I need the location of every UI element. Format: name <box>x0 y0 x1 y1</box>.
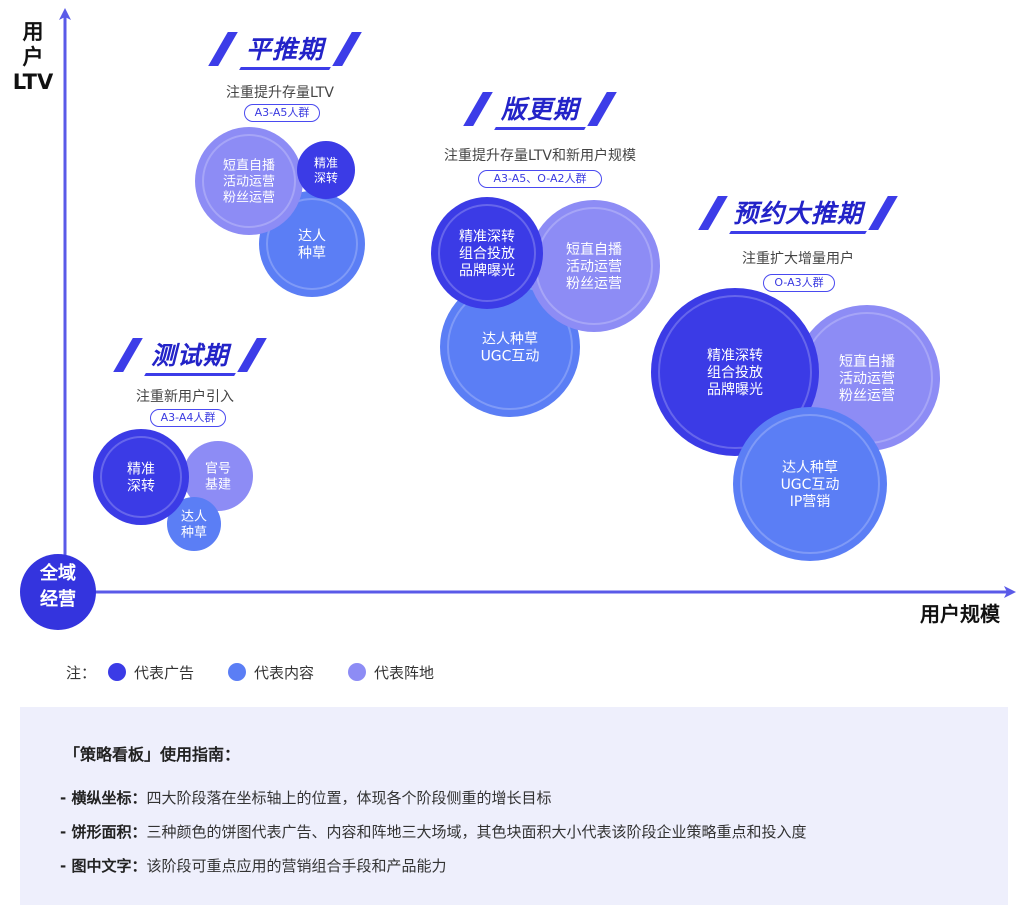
bubble-ad <box>651 288 819 456</box>
legend-label: 代表内容 <box>254 663 315 682</box>
bubble-ring <box>202 134 296 228</box>
bubble-label: 活动运营 <box>839 371 895 387</box>
bubble-ad <box>431 197 543 309</box>
y-axis-label: 用 户 LTV <box>6 20 60 95</box>
phase-title-plateau: 平推期 <box>208 32 362 72</box>
bubble-position <box>195 127 303 235</box>
legend-item-ad: 代表广告 <box>108 662 194 683</box>
bubble-label: 达人 <box>181 510 207 525</box>
bubble-label: 官号 <box>205 461 231 477</box>
phase-subtitle-testing: 注重新用户引入 <box>136 389 234 405</box>
bubble-label: 深转 <box>314 170 338 185</box>
x-axis-label: 用户规模 <box>920 602 1000 626</box>
bubble-label: 基建 <box>205 478 231 493</box>
bubble-label: 粉丝运营 <box>566 276 622 292</box>
guide-title: 「策略看板」使用指南： <box>64 745 241 764</box>
bubble-position <box>183 441 253 511</box>
bubble-ring <box>740 414 880 554</box>
legend-content-dot-icon <box>228 663 247 681</box>
bubble-label: IP营销 <box>790 494 831 510</box>
bubble-label: 品牌曝光 <box>707 381 763 398</box>
legend-label: 代表广告 <box>134 663 195 682</box>
legend-item-content: 代表内容 <box>228 662 314 683</box>
bubble-label: 短直自播 <box>566 241 622 258</box>
guide-item-key: - 横纵坐标： <box>60 789 147 807</box>
guide-item: - 横纵坐标：四大阶段落在坐标轴上的位置，体现各个阶段侧重的增长目标 <box>60 787 551 808</box>
bubble-ad <box>297 141 355 199</box>
bubble-label: 精准 <box>314 156 338 170</box>
bubble-position <box>528 200 660 332</box>
bubble-ad <box>93 429 189 525</box>
bubble-content <box>440 277 580 417</box>
bubble-label: 达人种草 <box>482 332 538 348</box>
guide-item: - 饼形面积：三种颜色的饼图代表广告、内容和阵地三大场域，其色块面积大小代表该阶… <box>60 821 806 842</box>
phase-tag-prebooking: O-A3人群 <box>763 274 835 292</box>
bubble-label: 精准深转 <box>459 229 515 245</box>
strategy-diagram: 达人种草短直自播活动运营粉丝运营精准深转达人种草UGC互动短直自播活动运营粉丝运… <box>20 8 1016 630</box>
origin-circle <box>20 554 96 630</box>
bubble-label: UGC互动 <box>781 477 840 493</box>
phase-subtitle-plateau: 注重提升存量LTV <box>225 85 334 101</box>
bubble-label: 达人种草 <box>782 460 838 476</box>
bubble-label: 达人 <box>298 229 326 245</box>
bubble-ring <box>438 204 536 302</box>
legend-item-position: 代表阵地 <box>348 662 434 683</box>
guide-item-text: 三种颜色的饼图代表广告、内容和阵地三大场域，其色块面积大小代表该阶段企业策略重点… <box>146 823 807 841</box>
origin-label: 全域 经营 <box>22 561 94 613</box>
bubble-content <box>733 407 887 561</box>
phase-subtitle-update: 注重提升存量LTV和新用户规模 <box>443 148 636 164</box>
phase-title-testing: 测试期 <box>113 338 267 378</box>
bubble-label: 粉丝运营 <box>223 191 275 206</box>
phase-title-text: 预约大推期 <box>732 199 863 228</box>
bubble-label: 精准深转 <box>707 348 763 364</box>
bubbles-layer: 达人种草短直自播活动运营粉丝运营精准深转达人种草UGC互动短直自播活动运营粉丝运… <box>93 127 940 561</box>
legend-position-dot-icon <box>348 663 367 681</box>
origin-label-line: 经营 <box>40 589 76 610</box>
legend: 注： 代表广告 代表内容 代表阵地 <box>66 660 468 684</box>
phase-title-update: 版更期 <box>463 92 617 132</box>
bubble-ring <box>266 198 358 290</box>
bubble-label: 短直自播 <box>839 353 895 370</box>
bubble-label: 粉丝运营 <box>839 388 895 404</box>
bubble-label: 种草 <box>298 246 326 262</box>
guide-item-text: 该阶段可重点应用的营销组合手段和产品能力 <box>146 857 447 875</box>
usage-guide-panel: 「策略看板」使用指南： - 横纵坐标：四大阶段落在坐标轴上的位置，体现各个阶段侧… <box>20 707 1008 905</box>
bubble-label: 品牌曝光 <box>459 262 515 279</box>
bubble-label: 活动运营 <box>223 175 275 190</box>
bubble-label: 组合投放 <box>459 246 515 262</box>
y-axis-label-line: 户 <box>22 45 44 69</box>
guide-item-key: - 饼形面积： <box>60 823 147 841</box>
phase-title-prebooking: 预约大推期 <box>698 196 898 236</box>
bubble-ring <box>658 295 812 449</box>
bubble-label: 组合投放 <box>707 365 763 381</box>
phase-title-text: 版更期 <box>500 95 579 124</box>
phase-tag-update: A3-A5、O-A2人群 <box>478 170 602 188</box>
y-axis-label-line: LTV <box>12 70 54 94</box>
bubble-label: UGC互动 <box>481 349 540 365</box>
guide-item-text: 四大阶段落在坐标轴上的位置，体现各个阶段侧重的增长目标 <box>146 789 552 807</box>
bubble-label: 精准 <box>127 462 155 478</box>
phase-tag-testing: A3-A4人群 <box>150 409 226 427</box>
bubble-label: 种草 <box>181 526 207 541</box>
phase-subtitle-prebooking: 注重扩大增量用户 <box>742 251 854 267</box>
phase-tag-plateau: A3-A5人群 <box>244 104 320 122</box>
guide-item-key: - 图中文字： <box>60 857 147 875</box>
guide-item: - 图中文字：该阶段可重点应用的营销组合手段和产品能力 <box>60 855 446 876</box>
phase-title-text: 平推期 <box>245 35 324 64</box>
bubble-label: 深转 <box>127 479 155 495</box>
bubble-label: 活动运营 <box>566 259 622 275</box>
bubble-content <box>167 497 221 551</box>
y-axis-label-line: 用 <box>22 20 44 44</box>
legend-ad-dot-icon <box>108 663 127 681</box>
legend-label: 代表阵地 <box>374 663 435 682</box>
phase-title-text: 测试期 <box>150 341 229 370</box>
bubble-label: 短直自播 <box>223 159 275 174</box>
legend-note: 注： <box>66 663 97 682</box>
origin-label-line: 全域 <box>40 563 76 584</box>
bubble-ring <box>100 436 182 518</box>
